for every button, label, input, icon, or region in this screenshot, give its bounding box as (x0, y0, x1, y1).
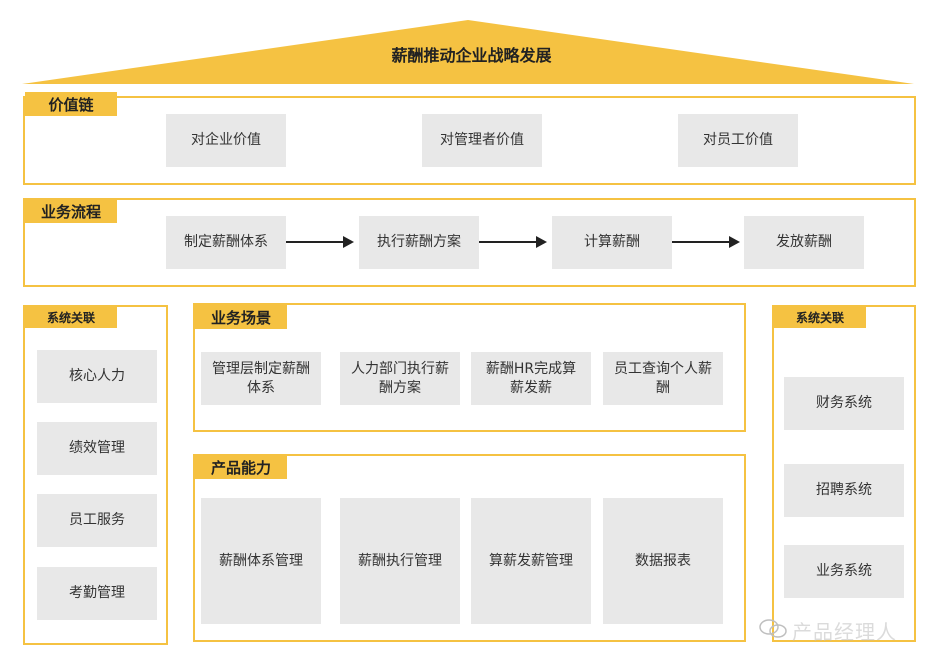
capability-item: 算薪发薪管理 (471, 498, 591, 624)
capability-item: 薪酬体系管理 (201, 498, 321, 624)
value-chain-item: 对员工价值 (678, 114, 798, 167)
business-scene-tag: 业务场景 (195, 305, 287, 329)
scene-item: 管理层制定薪酬体系 (201, 352, 321, 405)
process-step: 发放薪酬 (744, 216, 864, 269)
process-arrow (286, 236, 354, 248)
left-system-item: 核心人力 (37, 350, 157, 403)
left-system-item: 绩效管理 (37, 422, 157, 475)
roof-title: 薪酬推动企业战略发展 (391, 46, 552, 65)
product-capability-tag: 产品能力 (195, 455, 287, 479)
scene-item: 员工查询个人薪酬 (603, 352, 723, 405)
left-system-item: 员工服务 (37, 494, 157, 547)
left-system-item: 考勤管理 (37, 567, 157, 620)
right-system-tag: 系统关联 (774, 306, 866, 328)
value-chain-item: 对管理者价值 (422, 114, 542, 167)
roof-triangle (22, 20, 914, 84)
process-step: 计算薪酬 (552, 216, 672, 269)
scene-item: 薪酬HR完成算薪发薪 (471, 352, 591, 405)
right-system-item: 招聘系统 (784, 464, 904, 517)
scene-item: 人力部门执行薪酬方案 (340, 352, 460, 405)
value-chain-item: 对企业价值 (166, 114, 286, 167)
left-system-tag: 系统关联 (25, 306, 117, 328)
right-system-item: 财务系统 (784, 377, 904, 430)
process-step: 制定薪酬体系 (166, 216, 286, 269)
capability-item: 薪酬执行管理 (340, 498, 460, 624)
capability-item: 数据报表 (603, 498, 723, 624)
watermark-brand: 产品经理人 (792, 620, 897, 644)
process-step: 执行薪酬方案 (359, 216, 479, 269)
business-process-tag: 业务流程 (25, 199, 117, 223)
wechat-icon (759, 619, 787, 638)
process-arrow (479, 236, 547, 248)
process-arrow (672, 236, 740, 248)
value-chain-tag: 价值链 (25, 92, 117, 116)
right-system-item: 业务系统 (784, 545, 904, 598)
